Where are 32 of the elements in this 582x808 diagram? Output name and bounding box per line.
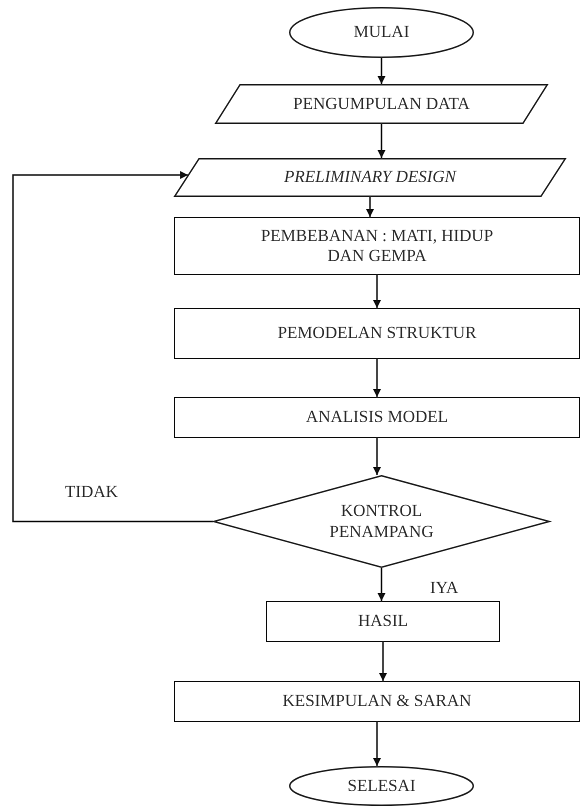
step-label: PEMODELAN STRUKTUR	[278, 323, 476, 344]
arrow	[379, 642, 387, 681]
start-terminal	[289, 7, 474, 58]
step-label: PEMBEBANAN : MATI, HIDUP DAN GEMPA	[260, 226, 494, 266]
data-parallelogram	[215, 84, 548, 124]
arrow	[378, 568, 386, 601]
arrow	[373, 722, 381, 766]
arrow	[12, 171, 213, 522]
decision-diamond	[213, 475, 550, 568]
process-box	[174, 681, 580, 722]
step-label: MULAI	[354, 22, 410, 43]
step-label: KONTROL PENAMPANG	[328, 501, 435, 542]
process-box	[266, 601, 500, 642]
edge-label: IYA	[430, 578, 458, 598]
process-box	[174, 308, 580, 359]
step-label: SELESAI	[348, 776, 416, 796]
step-label: ANALISIS MODEL	[306, 407, 448, 428]
arrow	[373, 359, 381, 397]
data-parallelogram	[174, 158, 566, 197]
arrow	[378, 58, 386, 84]
step-label: HASIL	[358, 611, 408, 632]
arrow	[373, 275, 381, 308]
step-label: PRELIMINARY DESIGN	[284, 167, 456, 188]
process-box	[174, 397, 580, 438]
end-terminal	[289, 766, 474, 806]
arrow	[366, 197, 374, 217]
step-label: KESIMPULAN & SARAN	[282, 691, 472, 712]
process-box	[174, 217, 580, 275]
arrow	[373, 438, 381, 475]
step-label: PENGUMPULAN DATA	[293, 94, 470, 114]
arrow	[378, 124, 386, 158]
edge-label: TIDAK	[65, 482, 118, 502]
